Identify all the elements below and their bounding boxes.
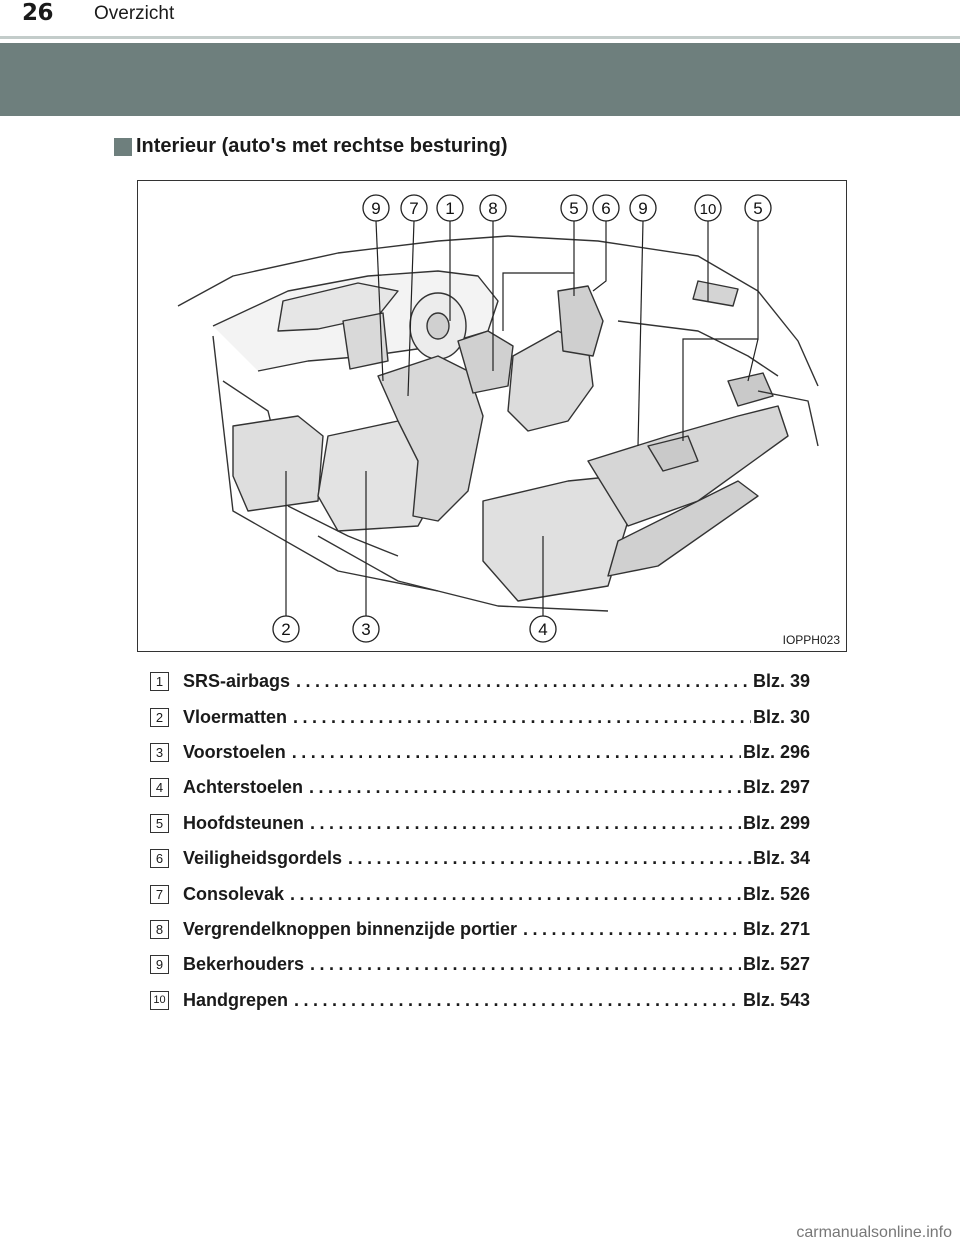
list-item: 10 Handgrepen ..........................… [150,983,850,1018]
item-number: 8 [150,919,169,939]
list-item: 4 Achterstoelen ........................… [150,770,850,805]
dot-leader: ........................................… [296,671,751,692]
item-page: Blz. 39 [752,671,810,692]
item-page: Blz. 296 [742,741,810,762]
item-label: Voorstoelen [183,741,286,762]
item-number: 9 [150,955,169,975]
dot-leader: ........................................… [310,954,741,975]
item-number: 6 [150,849,169,869]
callout-top-9: 5 [744,194,772,222]
item-number: 7 [150,884,169,904]
svg-text:1: 1 [445,199,454,218]
item-label: Consolevak [183,883,285,904]
car-interior-illustration: 9 7 1 8 5 6 9 [177,194,819,643]
heading-square-icon [114,137,132,156]
dot-leader: ........................................… [310,812,741,833]
sub-heading: Interieur (auto's met rechtse besturing) [114,135,508,158]
svg-text:3: 3 [361,620,370,639]
svg-text:2: 2 [281,620,290,639]
item-page: Blz. 297 [742,777,810,798]
list-item: 3 Voorstoelen ..........................… [150,735,850,770]
callout-top-6: 6 [592,194,620,222]
list-item: 6 Veiligheidsgordels ...................… [150,841,850,876]
dot-leader: ........................................… [309,777,741,798]
svg-text:8: 8 [488,199,497,218]
item-number: 5 [150,813,169,833]
svg-text:10: 10 [700,201,717,218]
list-item: 9 Bekerhouders .........................… [150,947,850,982]
interior-figure: 9 7 1 8 5 6 9 [137,180,847,652]
svg-text:9: 9 [371,199,380,218]
item-page: Blz. 34 [752,848,810,869]
list-item: 5 Hoofdsteunen .........................… [150,806,850,841]
item-label: Vloermatten [183,706,288,727]
dot-leader: ........................................… [294,989,741,1010]
svg-text:5: 5 [753,199,762,218]
item-number: 1 [150,672,169,692]
dot-leader: ........................................… [293,706,751,727]
callout-top-7: 9 [629,194,657,222]
svg-text:9: 9 [638,199,647,218]
list-item: 1 SRS-airbags ..........................… [150,664,850,699]
callout-top-3: 1 [436,194,464,222]
item-page: Blz. 543 [742,989,810,1010]
item-number: 2 [150,707,169,727]
svg-text:6: 6 [601,199,610,218]
item-page: Blz. 271 [742,918,810,939]
callout-bottom-3: 4 [529,615,557,643]
page-number: 26 [22,0,54,26]
list-item: 7 Consolevak ...........................… [150,876,850,911]
item-label: Handgrepen [183,989,289,1010]
svg-text:7: 7 [409,199,418,218]
header-line [0,36,960,39]
reference-list: 1 SRS-airbags ..........................… [150,664,850,1018]
svg-text:4: 4 [538,620,547,639]
dot-leader: ........................................… [348,848,751,869]
svg-text:5: 5 [569,199,578,218]
item-label: Veiligheidsgordels [183,848,343,869]
callout-bottom-1: 2 [272,615,300,643]
item-label: SRS-airbags [183,671,291,692]
section-title: Overzicht [94,3,175,24]
item-number: 10 [150,990,169,1010]
list-item: 8 Vergrendelknoppen binnenzijde portier … [150,912,850,947]
item-page: Blz. 527 [742,954,810,975]
item-label: Achterstoelen [183,777,304,798]
sub-heading-title: Interieur (auto's met rechtse besturing) [136,135,508,157]
item-number: 3 [150,742,169,762]
item-number: 4 [150,778,169,798]
dot-leader: ........................................… [290,883,741,904]
item-page: Blz. 299 [742,812,810,833]
callout-top-1: 9 [362,194,390,222]
dot-leader: ........................................… [523,918,741,939]
item-page: Blz. 30 [752,706,810,727]
header-band [0,43,960,116]
watermark[interactable]: carmanualsonline.info [796,1224,952,1241]
item-page: Blz. 526 [742,883,810,904]
callout-bottom-2: 3 [352,615,380,643]
callout-top-8: 10 [694,194,722,222]
callout-top-2: 7 [400,194,428,222]
list-item: 2 Vloermatten ..........................… [150,699,850,734]
figure-code: IOPPH023 [782,633,840,647]
item-label: Hoofdsteunen [183,812,304,833]
item-label: Vergrendelknoppen binnenzijde portier [183,918,518,939]
callout-top-5: 5 [560,194,588,222]
item-label: Bekerhouders [183,954,305,975]
callout-top-4: 8 [479,194,507,222]
dot-leader: ........................................… [291,741,741,762]
